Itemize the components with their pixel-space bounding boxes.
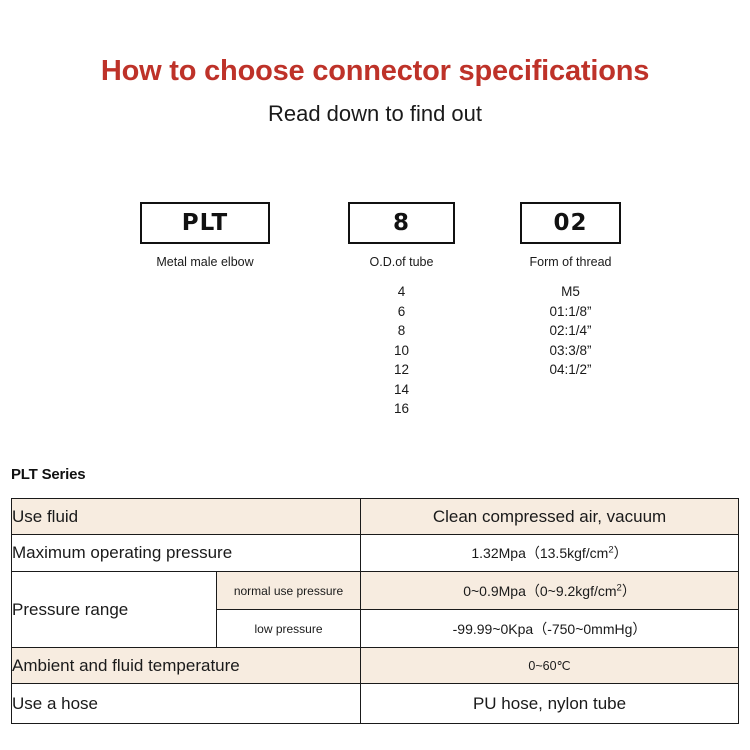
code-box-thread[interactable]: 02 — [520, 202, 621, 244]
code-breakdown-diagram: PLT Metal male elbow 8 O.D.of tube 4 6 8… — [140, 202, 621, 419]
spec-label-max-operating-pressure: Maximum operating pressure — [10, 534, 362, 572]
spec-value-max-operating-pressure: 1.32Mpa（13.5kgf/cm2） — [360, 534, 740, 572]
spec-value-tail: ） — [621, 582, 636, 599]
series-label: PLT Series — [11, 466, 86, 483]
spec-value-tail: ） — [613, 545, 628, 561]
spec-label-ambient-temperature: Ambient and fluid temperature — [10, 647, 362, 684]
table-row: Maximum operating pressure 1.32Mpa（13.5k… — [10, 534, 740, 572]
spec-value-text: 0~0.9Mpa（0~9.2kgf/cm — [463, 582, 617, 599]
table-row: Use a hose PU hose, nylon tube — [10, 683, 740, 724]
code-caption-series: Metal male elbow — [156, 255, 254, 269]
spec-sublabel-normal-use-pressure: normal use pressure — [215, 571, 362, 610]
code-option-item: 6 — [397, 303, 406, 319]
page-subtitle: Read down to find out — [267, 101, 483, 126]
spec-label-use-fluid: Use fluid — [10, 498, 362, 535]
code-caption-od: O.D.of tube — [369, 255, 434, 269]
spec-value-low-pressure: -99.99~0Kpa（-750~0mmHg） — [360, 609, 740, 648]
code-option-item: 01:1/8” — [549, 303, 592, 319]
spec-label-pressure-range: Pressure range — [11, 571, 217, 648]
spec-value-superscript: 2 — [616, 581, 622, 593]
code-options-thread: M5 01:1/8” 02:1/4” 03:3/8” 04:1/2” — [520, 282, 621, 380]
code-option-item: 10 — [393, 342, 410, 358]
code-box-thread-value: 02 — [553, 210, 588, 236]
code-box-series-value: PLT — [181, 210, 229, 236]
code-option-item: 4 — [397, 284, 406, 299]
spec-value-use-a-hose: PU hose, nylon tube — [360, 683, 740, 724]
code-group-od: 8 O.D.of tube 4 6 8 10 12 14 16 — [348, 202, 455, 419]
code-box-od[interactable]: 8 — [348, 202, 455, 244]
table-row: Use fluid Clean compressed air, vacuum — [10, 498, 740, 535]
code-group-thread: 02 Form of thread M5 01:1/8” 02:1/4” 03:… — [520, 202, 621, 380]
code-box-od-value: 8 — [392, 210, 410, 236]
code-box-series[interactable]: PLT — [140, 202, 270, 244]
code-caption-thread: Form of thread — [529, 255, 612, 269]
table-row: Pressure range normal use pressure 0~0.9… — [11, 571, 740, 648]
table-row: Ambient and fluid temperature 0~60℃ — [10, 647, 740, 684]
code-options-od: 4 6 8 10 12 14 16 — [348, 282, 455, 419]
code-option-item: 14 — [393, 381, 410, 397]
code-option-item: M5 — [561, 284, 580, 299]
code-option-item: 02:1/4” — [549, 323, 592, 338]
spec-value-ambient-temperature: 0~60℃ — [360, 647, 740, 684]
spec-value-use-fluid: Clean compressed air, vacuum — [360, 498, 740, 535]
spec-sublabel-low-pressure: low pressure — [215, 609, 362, 648]
page-title: How to choose connector specifications — [100, 55, 650, 87]
specification-table: Use fluid Clean compressed air, vacuum M… — [10, 498, 740, 724]
code-option-item: 8 — [397, 323, 406, 338]
spec-label-use-a-hose: Use a hose — [10, 683, 362, 724]
code-option-item: 04:1/2” — [549, 362, 592, 377]
code-option-item: 16 — [393, 401, 410, 416]
spec-value-normal-use-pressure: 0~0.9Mpa（0~9.2kgf/cm2） — [360, 571, 740, 610]
code-option-item: 03:3/8” — [549, 342, 592, 358]
code-option-item: 12 — [393, 362, 410, 377]
spec-value-text: 1.32Mpa（13.5kgf/cm — [471, 545, 609, 561]
spec-value-superscript: 2 — [608, 544, 614, 556]
code-group-series: PLT Metal male elbow — [140, 202, 270, 269]
table-row: low pressure -99.99~0Kpa（-750~0mmHg） — [12, 609, 740, 648]
